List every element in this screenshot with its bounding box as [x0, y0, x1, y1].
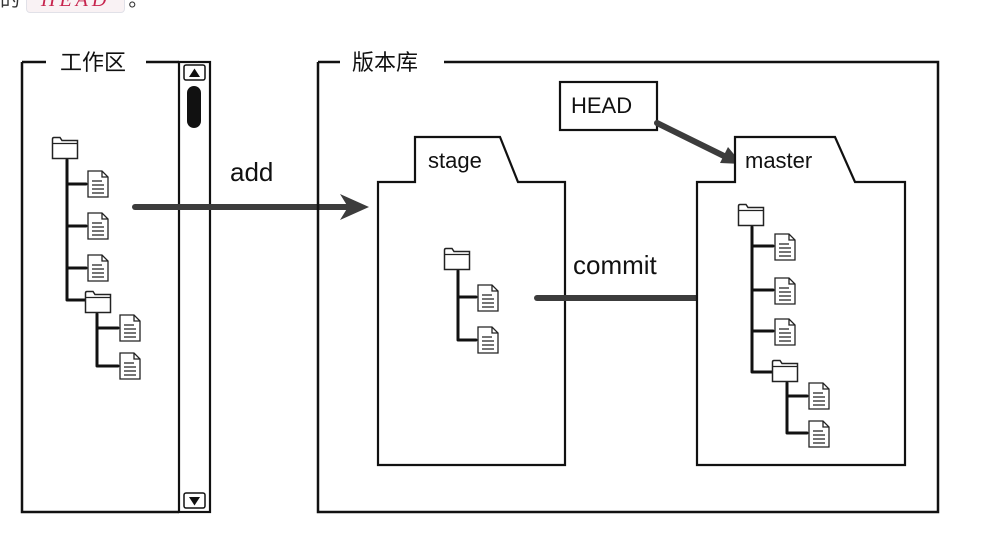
file-icon [808, 382, 830, 410]
file-icon [774, 277, 796, 305]
repository: 版本库 stage commit HEAD [316, 50, 940, 514]
scrollbar-track [177, 60, 212, 514]
folder-icon [51, 136, 79, 160]
stage-area: stage [376, 135, 567, 467]
top-text-suffix: 。 [128, 0, 149, 11]
head-box [558, 80, 659, 132]
head-pointer: HEAD [558, 80, 742, 164]
folder-icon [84, 290, 112, 314]
file-icon [119, 314, 141, 342]
working-area: 工作区 [20, 50, 212, 514]
working-area-frame [20, 60, 179, 514]
master-branch: master [695, 135, 907, 467]
scroll-up-icon [183, 64, 206, 81]
master-folder-shape [695, 135, 907, 467]
file-icon [87, 170, 109, 198]
top-text-fragment: 的 HEAD。 [0, 0, 148, 13]
head-label: HEAD [571, 93, 632, 118]
folder-icon [443, 247, 471, 271]
file-icon [774, 318, 796, 346]
scroll-thumb [187, 86, 201, 128]
file-icon [119, 352, 141, 380]
file-icon [87, 254, 109, 282]
repository-title: 版本库 [352, 50, 418, 75]
add-arrow [132, 194, 369, 220]
tree-lines [456, 269, 478, 342]
file-icon [808, 420, 830, 448]
working-file-tree [51, 136, 141, 380]
file-icon [477, 326, 499, 354]
commit-label: commit [573, 250, 658, 280]
stage-folder-shape [376, 135, 567, 467]
working-area-title: 工作区 [60, 50, 126, 75]
file-icon [477, 284, 499, 312]
scrollbar [177, 60, 212, 514]
file-icon [774, 233, 796, 261]
tree-lines [65, 158, 120, 368]
folder-icon [737, 203, 765, 227]
tree-lines [750, 225, 809, 435]
repository-frame [316, 60, 940, 514]
top-text-prefix: 的 [0, 0, 20, 11]
add-label: add [230, 157, 273, 187]
stage-label: stage [428, 148, 482, 173]
master-label: master [745, 148, 812, 173]
arrow-icon [340, 194, 369, 220]
file-icon [87, 212, 109, 240]
head-code-snippet: HEAD [26, 0, 126, 13]
scroll-down-icon [183, 492, 206, 509]
folder-icon [771, 359, 799, 383]
